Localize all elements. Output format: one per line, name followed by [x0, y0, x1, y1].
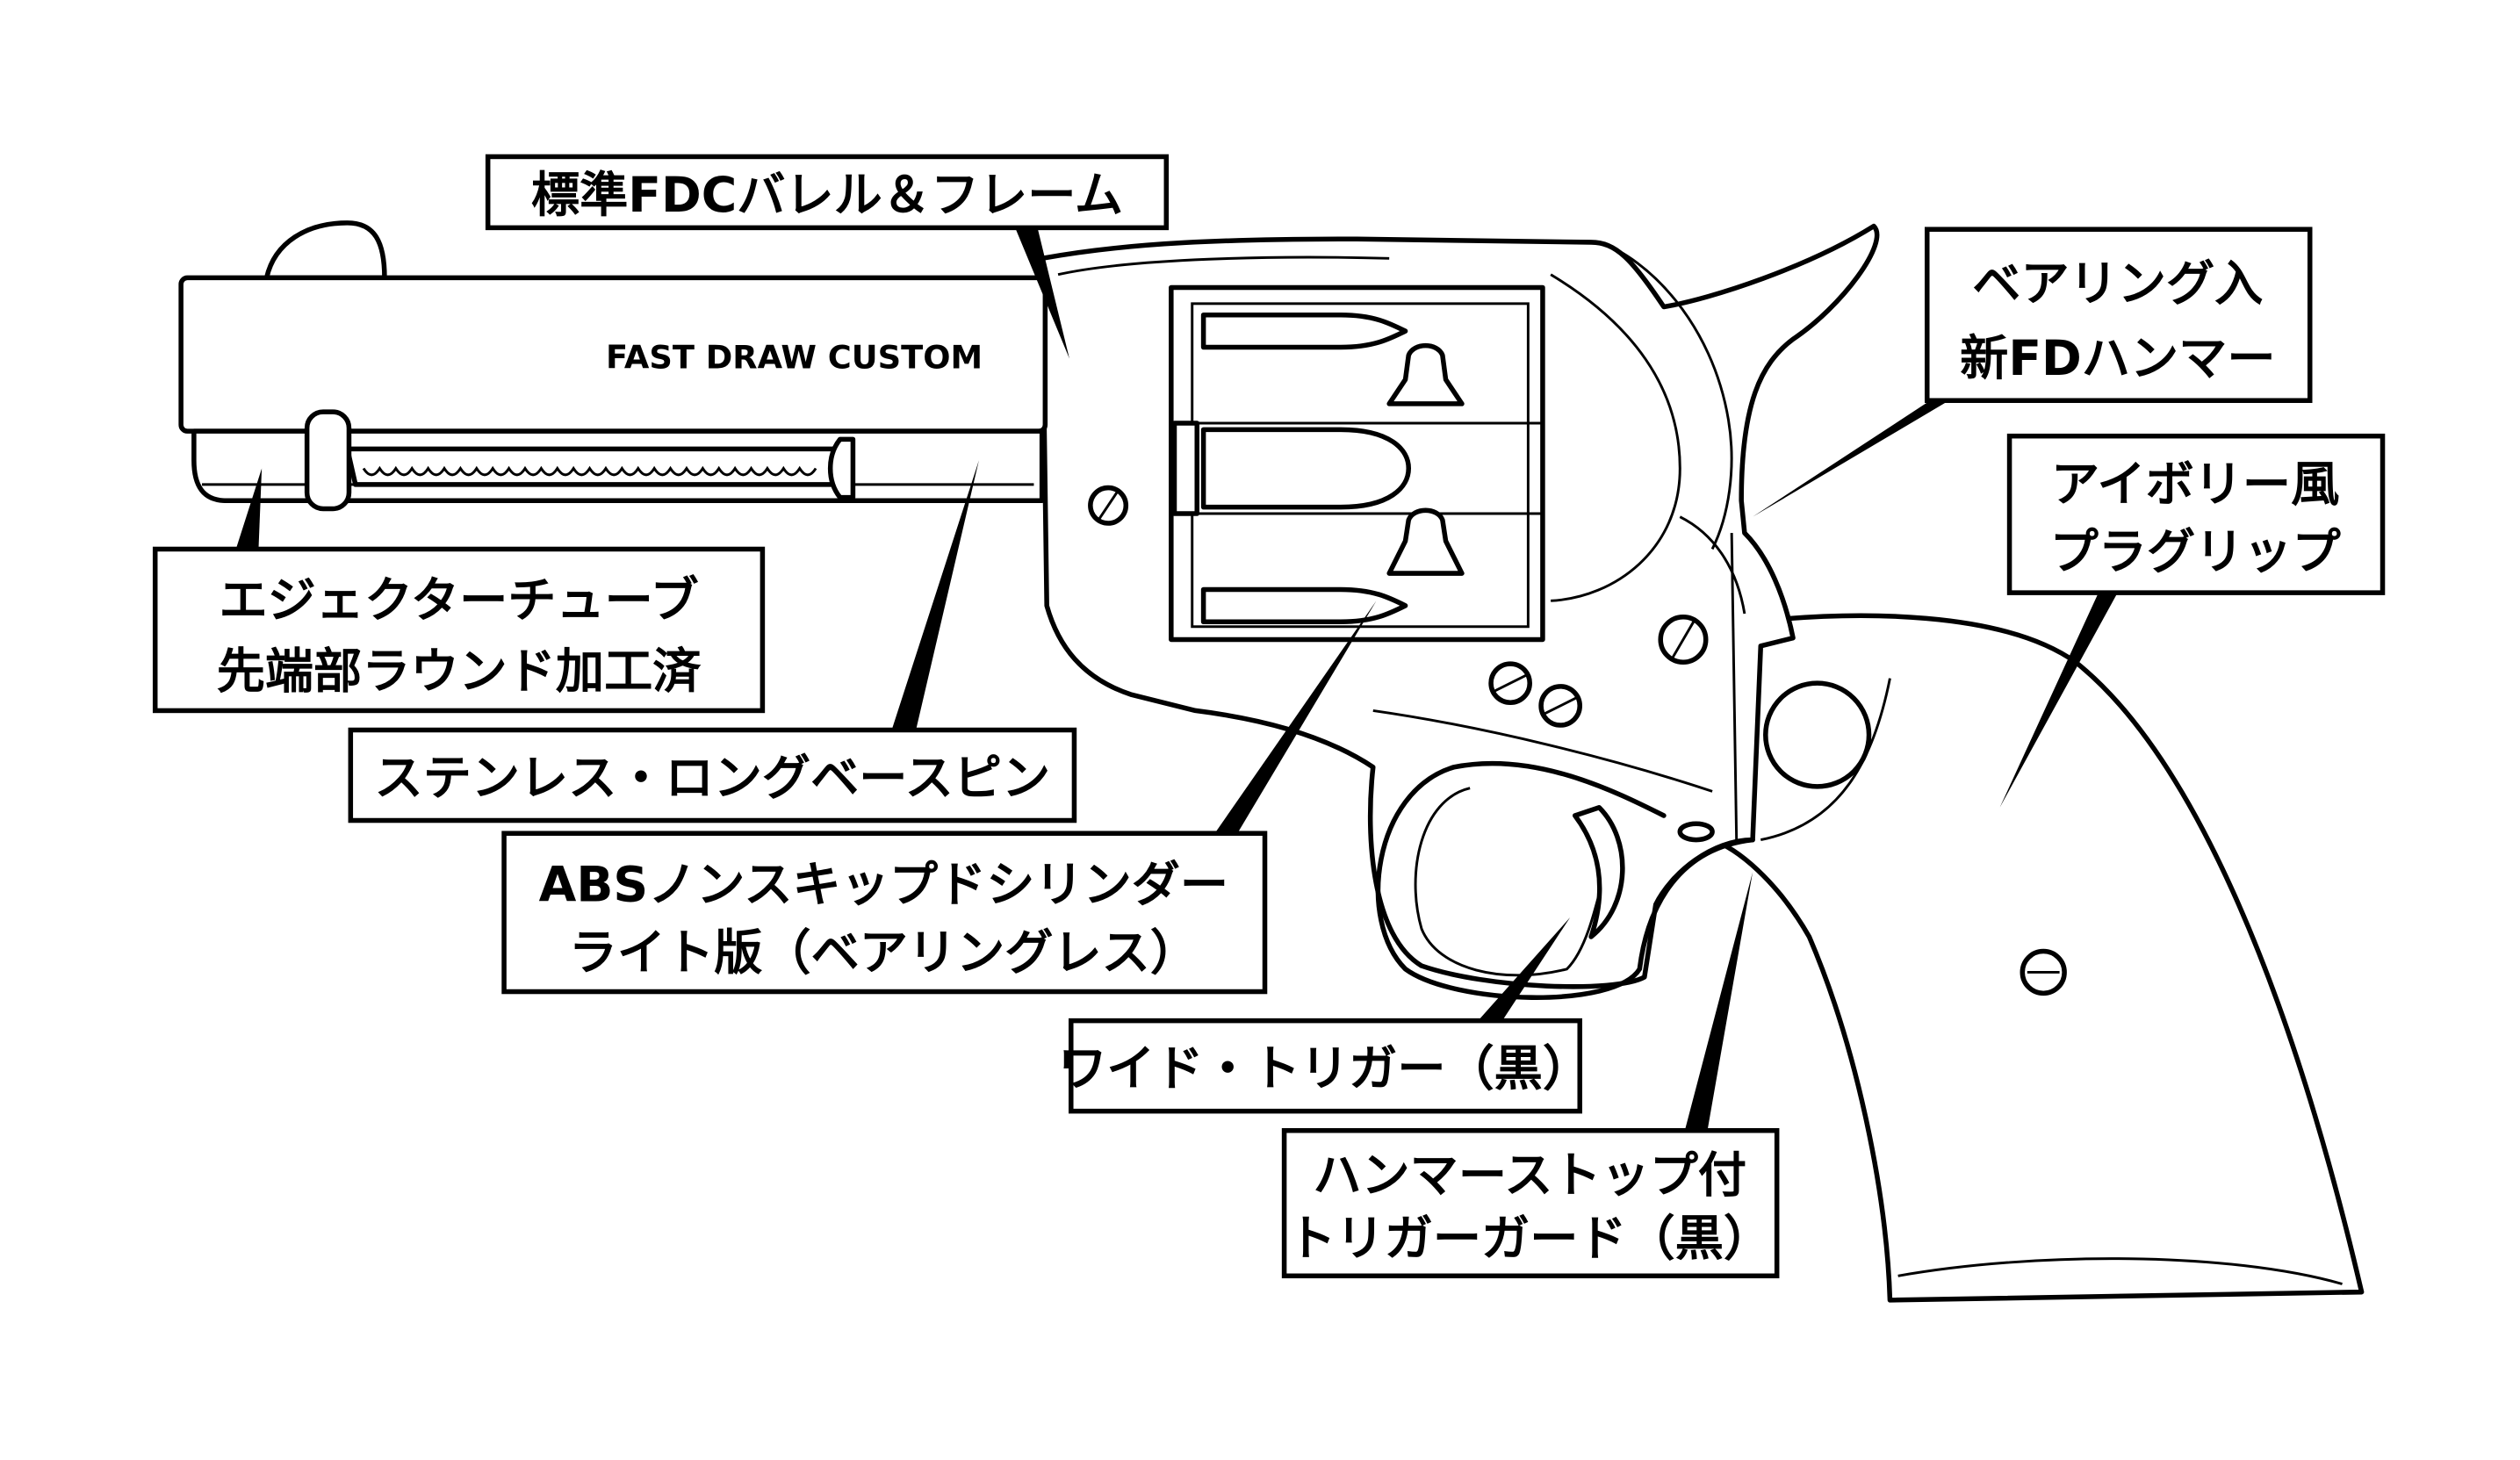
- screw-icon: [1488, 661, 1532, 705]
- svg-text:先端部ラウンド加工済: 先端部ラウンド加工済: [217, 644, 702, 701]
- barrel-engraving: FAST DRAW CUSTOM: [606, 338, 983, 376]
- callout-cylinder: ABSノンスキップドシリンダー ライト版（ベアリングレス）: [501, 831, 1268, 995]
- screw-icon: [1538, 684, 1583, 728]
- callout-base-pin: ステンレス・ロングベースピン: [348, 727, 1077, 823]
- svg-text:ハンマーストップ付: ハンマーストップ付: [1313, 1148, 1746, 1205]
- svg-text:アイボリー風: アイボリー風: [2051, 457, 2339, 513]
- callout-trigger: ワイド・トリガー（黒）: [1058, 1018, 1591, 1114]
- callout-grip: アイボリー風 プラグリップ: [2006, 433, 2386, 595]
- hammer-screw-boss: [1763, 680, 1872, 789]
- svg-text:新FDハンマー: 新FDハンマー: [1960, 331, 2275, 387]
- svg-text:トリガーガード（黒）: トリガーガード（黒）: [1287, 1211, 1772, 1267]
- callout-hammer: ベアリング入 新FDハンマー: [1924, 227, 2313, 403]
- callout-barrel-frame: 標準FDCバレル＆フレーム: [485, 154, 1170, 231]
- callout-trigger-guard: ハンマーストップ付 トリガーガード（黒）: [1281, 1127, 1780, 1279]
- cartridge: [1200, 312, 1408, 350]
- svg-text:エジェクターチューブ: エジェクターチューブ: [219, 573, 698, 629]
- cartridge: [1200, 427, 1412, 510]
- cartridge: [1200, 586, 1408, 625]
- svg-text:ワイド・トリガー（黒）: ワイド・トリガー（黒）: [1058, 1041, 1591, 1097]
- screw-icon: [2020, 948, 2067, 996]
- svg-text:ABSノンスキップドシリンダー: ABSノンスキップドシリンダー: [539, 857, 1228, 913]
- primer-nipple: [1386, 507, 1465, 576]
- ejector-rod-head: [304, 409, 352, 512]
- screw-icon: [1658, 614, 1709, 665]
- front-sight: [263, 220, 387, 281]
- svg-text:ベアリング入: ベアリング入: [1972, 256, 2263, 313]
- revolver-drawing: FAST DRAW CUSTOM: [178, 220, 2365, 1303]
- trigger: [1572, 805, 1625, 939]
- svg-text:ライト版（ベアリングレス）: ライト版（ベアリングレス）: [569, 925, 1199, 982]
- primer-nipple: [1386, 342, 1465, 406]
- trigger-guard: [1375, 760, 1755, 1000]
- callout-ejector: エジェクターチューブ 先端部ラウンド加工済: [152, 546, 766, 714]
- svg-text:ステンレス・ロングベースピン: ステンレス・ロングベースピン: [375, 751, 1051, 807]
- svg-text:標準FDCバレル＆フレーム: 標準FDCバレル＆フレーム: [531, 168, 1123, 224]
- screw-icon: [1088, 485, 1129, 526]
- svg-text:プラグリップ: プラグリップ: [2050, 525, 2342, 581]
